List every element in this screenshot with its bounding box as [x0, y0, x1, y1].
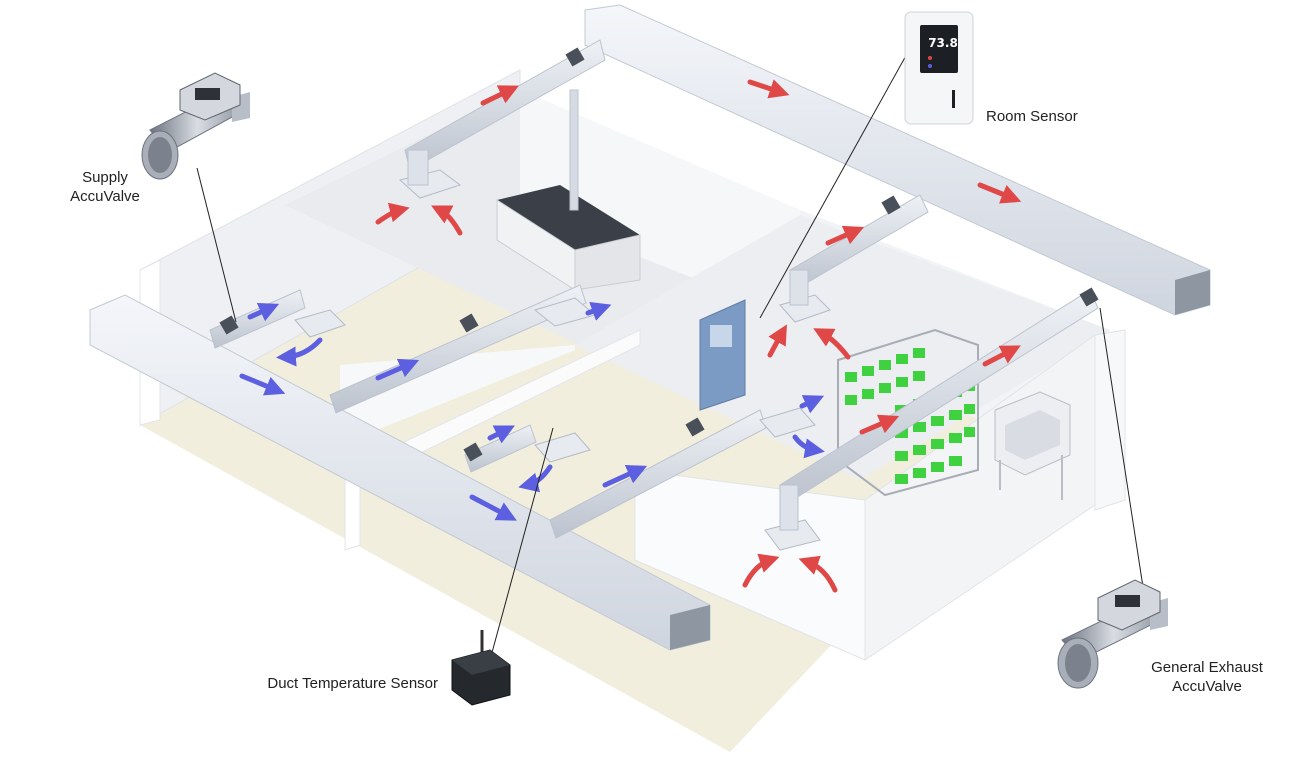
supply-accuvalve-label: Supply AccuValve: [52, 168, 158, 206]
room-sensor-label-text: Room Sensor: [986, 107, 1078, 126]
supply-accuvalve-image: [142, 73, 250, 179]
room-sensor-reading: 73.8: [923, 36, 963, 50]
duct-temperature-sensor-label: Duct Temperature Sensor: [210, 674, 438, 693]
room-sensor-label: Room Sensor: [986, 107, 1078, 126]
general-exhaust-accuvalve-label: General Exhaust AccuValve: [1136, 658, 1278, 696]
supply-label-line1: Supply: [52, 168, 158, 187]
lab-door: [700, 300, 745, 410]
supply-label-line2: AccuValve: [52, 187, 158, 206]
exhaust-label-line1: General Exhaust: [1136, 658, 1278, 677]
duct-temperature-sensor-device: [452, 630, 510, 705]
duct-temp-label-text: Duct Temperature Sensor: [210, 674, 438, 693]
room-sensor-device: [905, 12, 973, 124]
exhaust-label-line2: AccuValve: [1136, 677, 1278, 696]
